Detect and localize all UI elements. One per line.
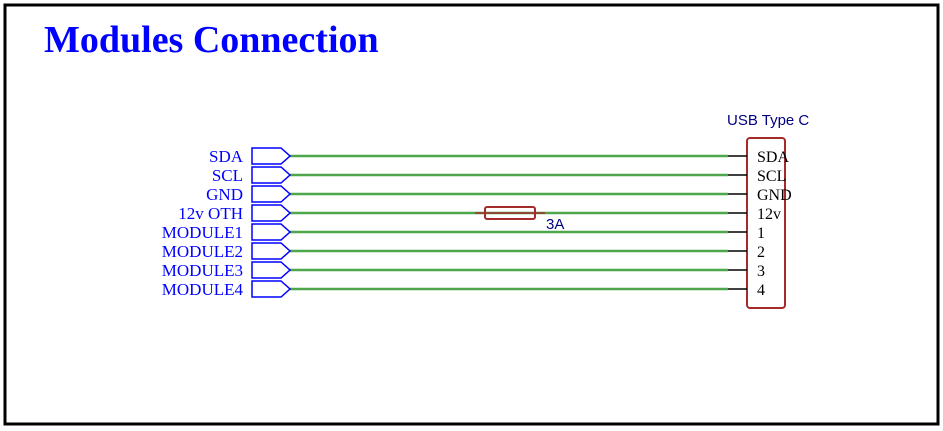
pin-label-sda: SDA — [757, 149, 789, 166]
net-label-module3: MODULE3 — [162, 261, 243, 280]
net-label-module4: MODULE4 — [162, 280, 244, 299]
connector-body — [746, 137, 786, 309]
net-label-module1: MODULE1 — [162, 223, 243, 242]
net-flag-module4[interactable] — [251, 280, 292, 298]
pin-label-module1: 1 — [757, 225, 765, 242]
pin-label-module3: 3 — [757, 263, 765, 280]
net-label-12v-oth: 12v OTH — [178, 204, 243, 223]
net-label-sda: SDA — [209, 147, 244, 166]
fuse-icon — [484, 206, 536, 220]
net-flag-module3[interactable] — [251, 261, 292, 279]
sheet-title: Modules Connection — [44, 19, 379, 61]
wire-group — [290, 154, 728, 291]
net-flag-module2[interactable] — [251, 242, 292, 260]
sheet-frame — [3, 3, 940, 426]
usb-type-c-connector[interactable]: USB Type C SDA SCL GND 12v 1 2 3 4 — [727, 112, 809, 309]
fuse-3a[interactable]: 3A — [475, 206, 564, 233]
connector-name: USB Type C — [727, 112, 809, 129]
net-flag-gnd[interactable] — [251, 185, 292, 203]
net-label-module2: MODULE2 — [162, 242, 243, 261]
connector-pins: SDA SCL GND 12v 1 2 3 4 — [728, 149, 792, 299]
net-flag-scl[interactable] — [251, 166, 292, 184]
pin-label-module2: 2 — [757, 244, 765, 261]
pin-label-scl: SCL — [757, 168, 786, 185]
pin-label-module4: 4 — [757, 282, 765, 299]
net-label-scl: SCL — [212, 166, 243, 185]
pin-label-12v-oth: 12v — [757, 206, 781, 223]
net-flag-12v-oth[interactable] — [251, 204, 292, 222]
fuse-value: 3A — [546, 216, 564, 233]
net-flag-sda[interactable] — [251, 147, 292, 165]
net-flag-module1[interactable] — [251, 223, 292, 241]
net-label-gnd: GND — [206, 185, 243, 204]
pin-label-gnd: GND — [757, 187, 792, 204]
